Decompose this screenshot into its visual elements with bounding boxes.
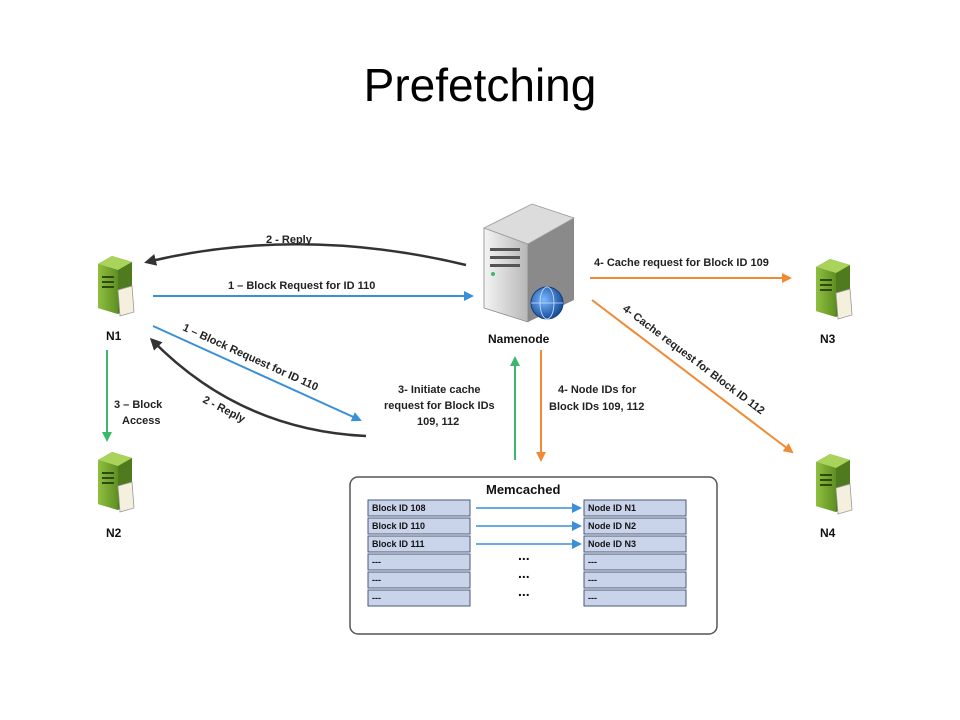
n4-server-icon xyxy=(815,453,853,515)
node-cell xyxy=(583,589,687,607)
node-ids-label-1: 4- Node IDs for xyxy=(558,384,637,396)
ellipsis: ... xyxy=(518,547,530,563)
memcached-mapping-arrows xyxy=(476,503,582,549)
block-request-label: 1 – Block Request for ID 110 xyxy=(228,280,375,292)
node-cell-text: --- xyxy=(588,575,597,585)
block-cell xyxy=(367,535,471,553)
node-cell xyxy=(583,571,687,589)
block-cell-text: Block ID 108 xyxy=(372,503,426,513)
memcached-ellipsis: ......... xyxy=(518,547,530,599)
n4-label: N4 xyxy=(820,526,836,540)
node-cell-text: Node ID N2 xyxy=(588,521,636,531)
block-cell xyxy=(367,571,471,589)
node-cell xyxy=(583,517,687,535)
block-access-label-2: Access xyxy=(122,415,161,427)
node-cell xyxy=(583,499,687,517)
block-cell xyxy=(367,517,471,535)
block-cell-text: Block ID 110 xyxy=(372,521,425,531)
memcached-title: Memcached xyxy=(486,482,560,497)
reply-diag-label: 2 - Reply xyxy=(201,394,248,426)
n2-server-icon xyxy=(97,451,135,513)
node-cell xyxy=(583,535,687,553)
node-cell-text: Node ID N3 xyxy=(588,539,636,549)
memcached-node-column: Node ID N1 Node ID N2 Node ID N3 --- --- --- xyxy=(583,499,687,607)
n1-server-icon xyxy=(97,255,135,317)
n1-label: N1 xyxy=(106,329,122,343)
node-cell xyxy=(583,553,687,571)
initiate-label-3: 109, 112 xyxy=(417,416,459,428)
ellipsis: ... xyxy=(518,565,530,581)
n2-label: N2 xyxy=(106,526,122,540)
slide-title: Prefetching xyxy=(363,59,597,111)
node-cell-text: --- xyxy=(588,593,597,603)
block-cell xyxy=(367,589,471,607)
reply-top-label: 2 - Reply xyxy=(266,234,313,246)
n3-label: N3 xyxy=(820,332,836,346)
block-cell-text: Block ID 111 xyxy=(372,539,425,549)
ellipsis: ... xyxy=(518,583,530,599)
reply-diag-arrow xyxy=(149,337,367,438)
namenode-label: Namenode xyxy=(488,332,550,346)
cache-112-arrow xyxy=(591,299,794,454)
block-request-diag-arrow xyxy=(152,325,362,422)
node-cell-text: --- xyxy=(588,557,597,567)
node-ids-label-2: Block IDs 109, 112 xyxy=(549,401,644,413)
reply-top-arrow xyxy=(144,242,467,267)
block-cell xyxy=(367,499,471,517)
block-cell-text: --- xyxy=(372,593,381,603)
block-access-label-1: 3 – Block xyxy=(114,399,163,411)
initiate-label-1: 3- Initiate cache xyxy=(398,384,481,396)
initiate-label-2: request for Block IDs xyxy=(384,400,495,412)
block-cell-text: --- xyxy=(372,557,381,567)
block-cell-text: --- xyxy=(372,575,381,585)
node-cell-text: Node ID N1 xyxy=(588,503,636,513)
cache-109-label: 4- Cache request for Block ID 109 xyxy=(594,257,769,269)
namenode-server-icon xyxy=(482,203,575,323)
n3-server-icon xyxy=(815,258,853,320)
block-cell xyxy=(367,553,471,571)
